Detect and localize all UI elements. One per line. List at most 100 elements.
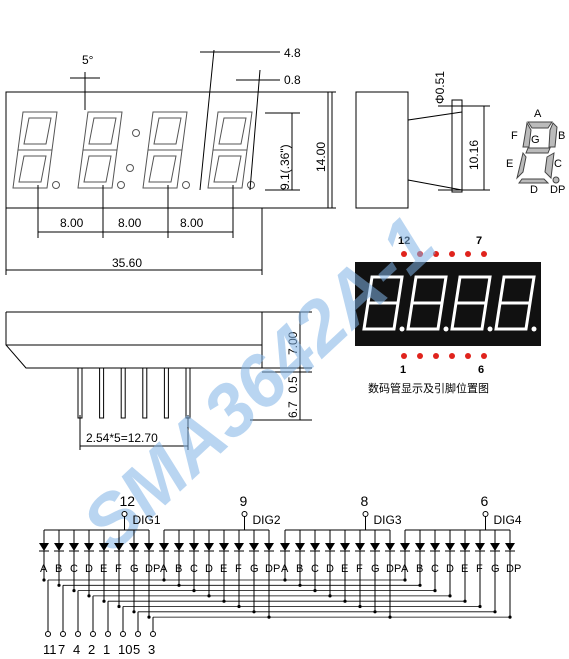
angle-label: 5° <box>82 53 94 67</box>
led-diode: B <box>54 530 64 587</box>
lit-decimal <box>443 326 449 332</box>
bottom-pin-label: 7 <box>58 642 65 657</box>
pin-dots-bottom <box>401 353 487 359</box>
segment-label: G <box>250 563 259 575</box>
led-diode: E <box>219 530 229 603</box>
pin-terminal <box>150 631 156 637</box>
led-diode: A <box>159 530 169 582</box>
led-diode: DP <box>264 530 280 619</box>
digit-name-label: DIG2 <box>253 513 281 527</box>
pin-dot <box>433 353 439 359</box>
common-pin-label: 8 <box>361 493 369 509</box>
decimal-point <box>117 181 125 189</box>
segment-g <box>525 147 551 154</box>
segment-label: D <box>446 563 454 575</box>
bottom-pin-label: 10 <box>118 642 132 657</box>
pin-top-left-label: 12 <box>398 235 410 247</box>
led-diode: B <box>295 530 305 587</box>
segment-f <box>522 121 532 148</box>
led-diode: G <box>129 530 139 614</box>
bottom-view <box>5 311 312 450</box>
pin-dot <box>401 353 407 359</box>
pin-dot <box>481 353 487 359</box>
segment-label: E <box>341 563 348 575</box>
pin-terminal <box>135 631 141 637</box>
segment-map-label: D <box>530 184 538 196</box>
segment-label: DP <box>145 563 160 575</box>
side-view <box>355 91 490 209</box>
pin-terminal <box>105 631 111 637</box>
led-diode: C <box>310 530 320 593</box>
segment-label: G <box>491 563 500 575</box>
segment-label: E <box>220 563 227 575</box>
segment-map-label: C <box>554 158 562 170</box>
lit-digit <box>362 275 405 332</box>
front-body-outline <box>5 91 329 209</box>
led-diode: E <box>99 530 109 603</box>
common-terminal <box>121 511 128 517</box>
led-diode: G <box>370 530 380 614</box>
led-diode: C <box>430 530 440 593</box>
pin <box>99 367 105 419</box>
pin <box>120 367 126 419</box>
bottom-pin-label: 5 <box>133 642 140 657</box>
led-diode: B <box>174 530 184 587</box>
bottom-pin-label: 4 <box>73 642 80 657</box>
segment-map-label: B <box>558 130 565 142</box>
led-diode: C <box>189 530 199 593</box>
segment-label: A <box>160 563 168 575</box>
depth-label: 10.16 <box>467 140 481 170</box>
pin-length-label: 6.7 <box>286 401 300 418</box>
pitch-3-label: 8.00 <box>180 216 204 230</box>
pin <box>142 367 148 419</box>
pin-top-right-label: 7 <box>476 235 482 247</box>
segment-label: C <box>311 563 319 575</box>
lit-decimal <box>487 326 493 332</box>
segment-label: C <box>70 563 78 575</box>
common-pin-label: 9 <box>240 493 248 509</box>
display-photo: 12 7 1 6 数码管显示及引脚位置图 <box>355 235 541 395</box>
pin-dot <box>417 251 423 257</box>
segment-label: B <box>55 563 62 575</box>
pitch-1-label: 8.00 <box>60 216 84 230</box>
led-diode: DP <box>144 530 160 619</box>
led-diode: C <box>69 530 79 593</box>
pin-dia-label: Φ0.51 <box>433 71 447 104</box>
segment-label: G <box>371 563 380 575</box>
pin-terminal <box>120 631 126 637</box>
pin-terminal <box>60 631 66 637</box>
led-diode: D <box>204 530 214 598</box>
front-view <box>5 49 336 275</box>
led-diode: D <box>84 530 94 598</box>
decimal-point <box>182 181 190 189</box>
pin-bottom-left-label: 1 <box>400 364 406 376</box>
common-terminal <box>241 511 248 517</box>
segment-map-label: F <box>511 130 518 142</box>
segment-b <box>548 122 558 148</box>
pin-dots-top <box>401 251 487 257</box>
segment-label: B <box>296 563 303 575</box>
pin-terminal <box>75 631 81 637</box>
pin-dot <box>449 251 455 257</box>
segment-label: DP <box>265 563 280 575</box>
colon-dot <box>132 129 140 137</box>
common-terminal <box>482 511 489 517</box>
segment-label: DP <box>506 563 521 575</box>
segment-label: A <box>281 563 289 575</box>
decimal-point <box>52 181 60 189</box>
led-diode: DP <box>385 530 401 619</box>
digit-name-label: DIG4 <box>494 513 522 527</box>
led-diode: B <box>415 530 425 587</box>
segment-d <box>518 178 550 184</box>
dim-top-b: 0.8 <box>284 73 301 87</box>
bottom-pin-label: 11 <box>43 642 57 657</box>
pin-terminal <box>90 631 96 637</box>
led-diode: G <box>249 530 259 614</box>
led-diode: F <box>114 530 124 609</box>
pin-dot <box>433 251 439 257</box>
segment-map-label: DP <box>550 184 565 196</box>
digit-height-label: 9.1(.36") <box>278 144 292 190</box>
